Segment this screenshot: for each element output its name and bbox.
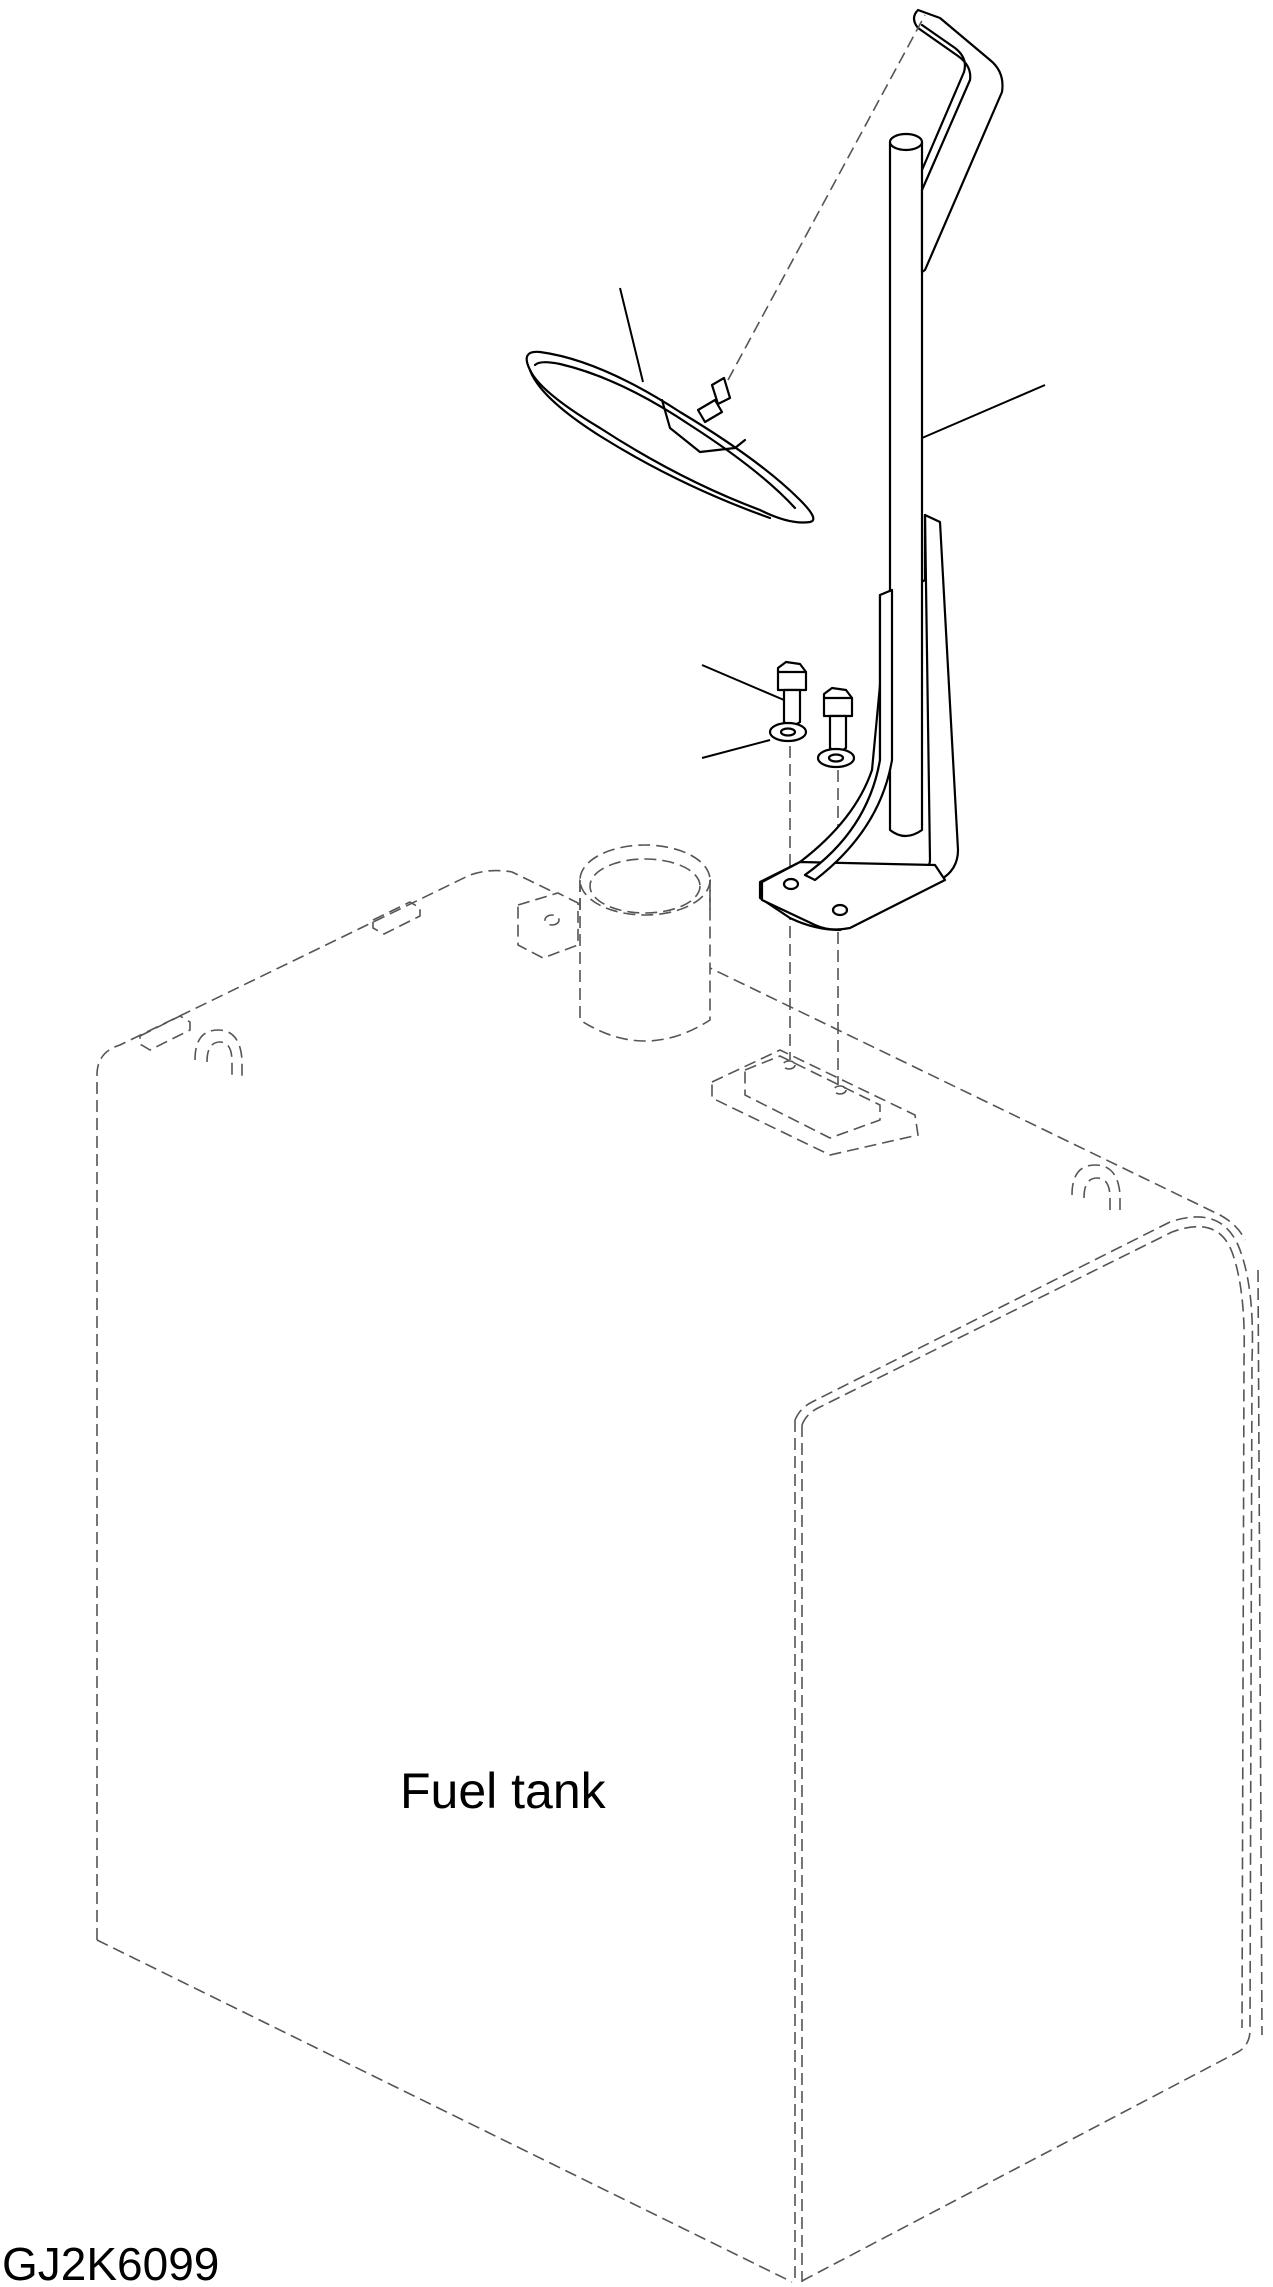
- leader-lines: [619, 287, 1046, 759]
- washer-1: [768, 721, 808, 743]
- mounting-pad: [711, 1049, 919, 1156]
- bolt-2: [822, 686, 854, 753]
- leader-bolt: [701, 664, 785, 701]
- lift-hook-left: [194, 1029, 243, 1080]
- leader-stay: [921, 384, 1046, 439]
- mirror-stay: [758, 8, 1004, 932]
- bolt-alignment-lines: [789, 746, 839, 1085]
- filler-neck: [579, 844, 711, 1042]
- drawing-number: GJ2K6099: [2, 2238, 219, 2287]
- mirror-alignment-line: [727, 14, 926, 381]
- leader-washer: [701, 739, 771, 759]
- washer-2: [816, 747, 856, 769]
- leader-mirror: [619, 287, 644, 383]
- bolt-1: [776, 660, 808, 727]
- fuel-tank: [96, 869, 1263, 2283]
- mirror: [525, 350, 815, 524]
- lift-hook-right: [1071, 1164, 1121, 1215]
- tank-bracket-block: [517, 892, 579, 959]
- tank-clip-top: [372, 901, 421, 935]
- tank-clip-left: [139, 1015, 191, 1051]
- fuel-tank-label: Fuel tank: [400, 1763, 607, 1819]
